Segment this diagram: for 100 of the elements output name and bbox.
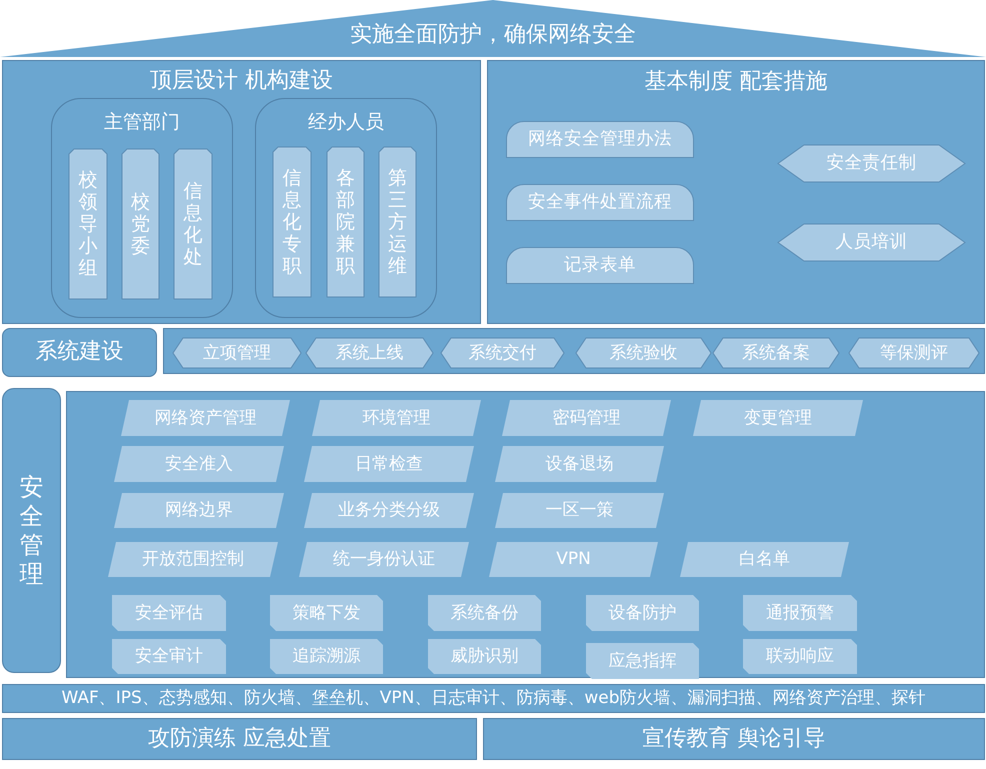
cut-corner-tag [743,639,857,674]
item-label: 应急指挥 [608,650,676,672]
item-label: 安全准入 [165,454,233,474]
round-top-tab [506,247,694,284]
hexagon-tag [849,338,979,368]
item-label: 追踪溯源 [292,646,360,667]
parallelogram-tag [495,446,664,482]
panel-title: 主管部门 [104,111,180,134]
item-label: 系统备份 [450,602,518,624]
cut-corner-tag [270,595,383,631]
item-label: 立项管理 [203,342,271,364]
section-panel [2,60,481,324]
item-label: 系统备案 [742,342,810,364]
hexagon-tag [778,145,965,182]
parallelogram-tag [299,542,469,577]
item-label: 开放范围控制 [142,549,244,570]
round-top-tab [506,184,694,221]
item-label: 白名单 [739,549,790,570]
panel-title: 经办人员 [308,111,384,134]
item-label: 日常检查 [355,454,423,474]
item-label: 网络安全管理办法 [528,129,672,150]
panel-title: 顶层设计 机构建设 [150,68,333,94]
cut-corner-tag [428,639,541,674]
item-label: 人员培训 [836,232,908,253]
item-label: 安全责任制 [826,153,916,174]
item-label: 一区一策 [546,500,614,521]
pillar-tab [69,149,107,299]
banner-bar [2,684,985,713]
heading-panel [2,388,61,673]
hexagon-tag [173,338,301,368]
item-label: 网络边界 [165,500,233,521]
cut-corner-tag [270,639,383,674]
item-label: 记录表单 [564,255,636,276]
parallelogram-tag [114,493,284,528]
roof-banner [0,0,986,57]
item-label: 各部院兼职 [336,167,355,277]
item-label: 策略下发 [292,602,360,624]
parallelogram-tag [680,542,849,577]
container-panel [66,391,985,678]
item-label: 联动响应 [766,646,834,667]
pillar-tab [327,147,364,297]
item-label: 等保测评 [880,342,948,364]
pillar-tab [174,149,212,299]
hexagon-tag [441,338,564,368]
cut-corner-tag [112,595,226,631]
item-label: 密码管理 [552,408,620,428]
round-top-tab [506,121,694,158]
banner-text: 实施全面防护，确保网络安全 [350,22,636,48]
item-label: 校领导小组 [78,169,98,279]
pillar-tab [273,147,311,297]
item-label: 安全评估 [135,602,203,624]
container-panel [163,328,985,374]
parallelogram-tag [121,400,290,436]
item-label: 通报预警 [766,602,834,624]
group-panel [255,98,437,318]
banner-text: 宣传教育 舆论引导 [642,726,826,752]
item-label: 威胁识别 [450,646,518,667]
panel-title: 基本制度 配套措施 [644,69,828,96]
heading-text: 系统建设 [36,339,124,366]
banner-text: 攻防演练 应急处置 [148,726,331,752]
parallelogram-tag [489,542,658,577]
item-label: 信息化专职 [282,167,302,277]
hexagon-tag [778,224,965,261]
parallelogram-tag [304,446,474,482]
parallelogram-tag [108,542,278,577]
banner-text: WAF、IPS、态势感知、防火墙、堡垒机、VPN、日志审计、防病毒、web防火墙、漏洞扫描、网络资产治理、探针 [61,688,926,709]
hexagon-tag [306,338,433,368]
item-label: 第三方运维 [388,167,407,277]
pillar-tab [379,147,416,297]
heading-text: 安全管理 [20,472,44,588]
item-label: VPN [556,549,591,570]
item-label: 环境管理 [362,408,430,428]
parallelogram-tag [502,400,671,436]
cut-corner-tag [428,595,541,631]
parallelogram-tag [304,493,474,528]
pillar-tab [122,149,159,299]
group-panel [51,98,233,318]
item-label: 设备防护 [608,602,676,624]
item-label: 系统交付 [468,342,536,364]
cut-corner-tag [112,639,226,674]
item-label: 网络资产管理 [154,408,256,428]
item-label: 系统验收 [610,342,678,364]
item-label: 业务分类分级 [338,500,440,521]
cut-corner-tag [743,595,857,631]
banner-bar [483,718,985,760]
cut-corner-tag [586,595,699,631]
parallelogram-tag [495,493,664,528]
item-label: 信息化处 [184,180,202,268]
item-label: 系统上线 [336,342,404,364]
parallelogram-tag [114,446,284,482]
item-label: 统一身份认证 [333,549,435,570]
item-label: 安全事件处置流程 [528,192,672,213]
item-label: 安全审计 [135,646,203,667]
hexagon-tag [713,338,839,368]
parallelogram-tag [312,400,481,436]
parallelogram-tag [693,400,863,436]
hexagon-tag [576,338,711,368]
item-label: 变更管理 [744,408,812,428]
section-panel [487,60,985,324]
heading-panel [2,328,157,377]
